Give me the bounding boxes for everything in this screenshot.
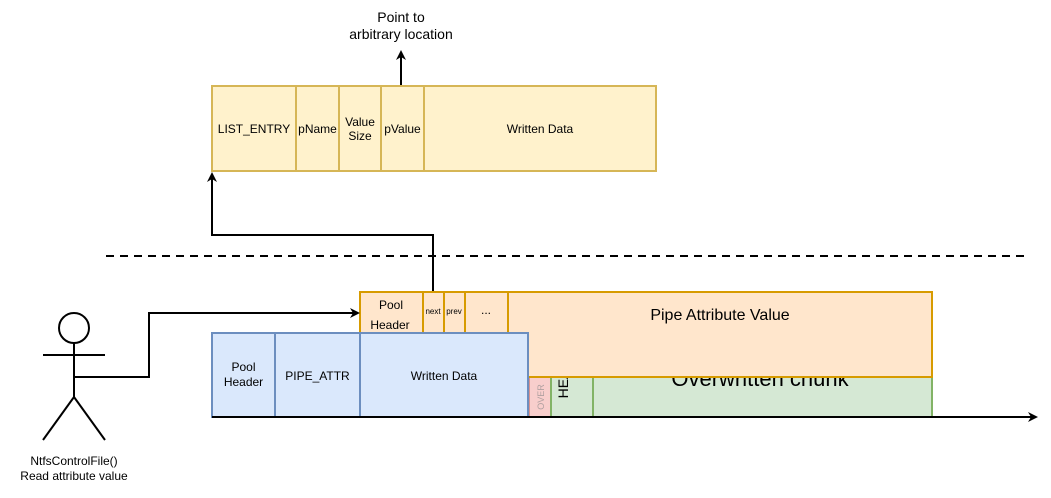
- ellipsis-label: ...: [481, 303, 491, 317]
- annotation-line2: arbitrary location: [349, 26, 453, 42]
- pipe-attribute-chunk: Pool Header next prev ... Pipe Attribute…: [359, 291, 933, 378]
- hea-label: HEA: [555, 369, 571, 398]
- attacker-chunk: Pool Header PIPE_ATTR Written Data: [211, 332, 529, 418]
- pipe-attribute-value-cell: [507, 291, 933, 378]
- blue-pool-header-label-1: Pool: [231, 360, 255, 374]
- written-data-label: Written Data: [507, 122, 574, 136]
- overwritten-chunk-label: Overwritten chunk: [671, 366, 849, 391]
- actor-label-2: Read attribute value: [20, 469, 128, 483]
- actor-label-1: NtfsControlFile(): [30, 454, 117, 468]
- pipe-pool-header-label-1: Pool: [379, 298, 403, 312]
- blue-pool-header-label-2: Header: [224, 375, 263, 389]
- actor-head: [58, 312, 90, 344]
- overwritten-chunk: OVER HEA Overwritten chunk: [528, 366, 933, 418]
- prev-label: prev: [446, 307, 462, 316]
- list-entry-label: LIST_ENTRY: [218, 122, 290, 136]
- pipe-attr-label: PIPE_ATTR: [285, 369, 350, 383]
- value-size-label-2: Size: [348, 129, 372, 143]
- actor-right-leg: [73, 396, 106, 441]
- next-label: next: [425, 307, 441, 316]
- pvalue-label: pValue: [384, 122, 421, 136]
- value-size-label-1: Value: [345, 115, 375, 129]
- pipe-attribute-value-label: Pipe Attribute Value: [650, 307, 789, 324]
- pname-label: pName: [298, 122, 337, 136]
- pname-cell: [295, 85, 340, 172]
- written-data-cell: [423, 85, 657, 172]
- pipe-pool-header-label-2: Header: [370, 318, 409, 332]
- pipe-pool-header-cell: [359, 291, 424, 334]
- user-actor: [42, 312, 106, 441]
- blue-written-data-label: Written Data: [411, 369, 478, 383]
- read-attribute-arrow: [74, 308, 360, 378]
- annotation-line1: Point to: [377, 9, 425, 25]
- fake-attribute-record: LIST_ENTRY pName Value Size pValue Writt…: [211, 85, 657, 172]
- list-entry-connector: [207, 172, 434, 292]
- over-label: OVER: [536, 384, 546, 410]
- value-size-cell: [338, 85, 382, 172]
- actor-left-leg: [42, 396, 75, 441]
